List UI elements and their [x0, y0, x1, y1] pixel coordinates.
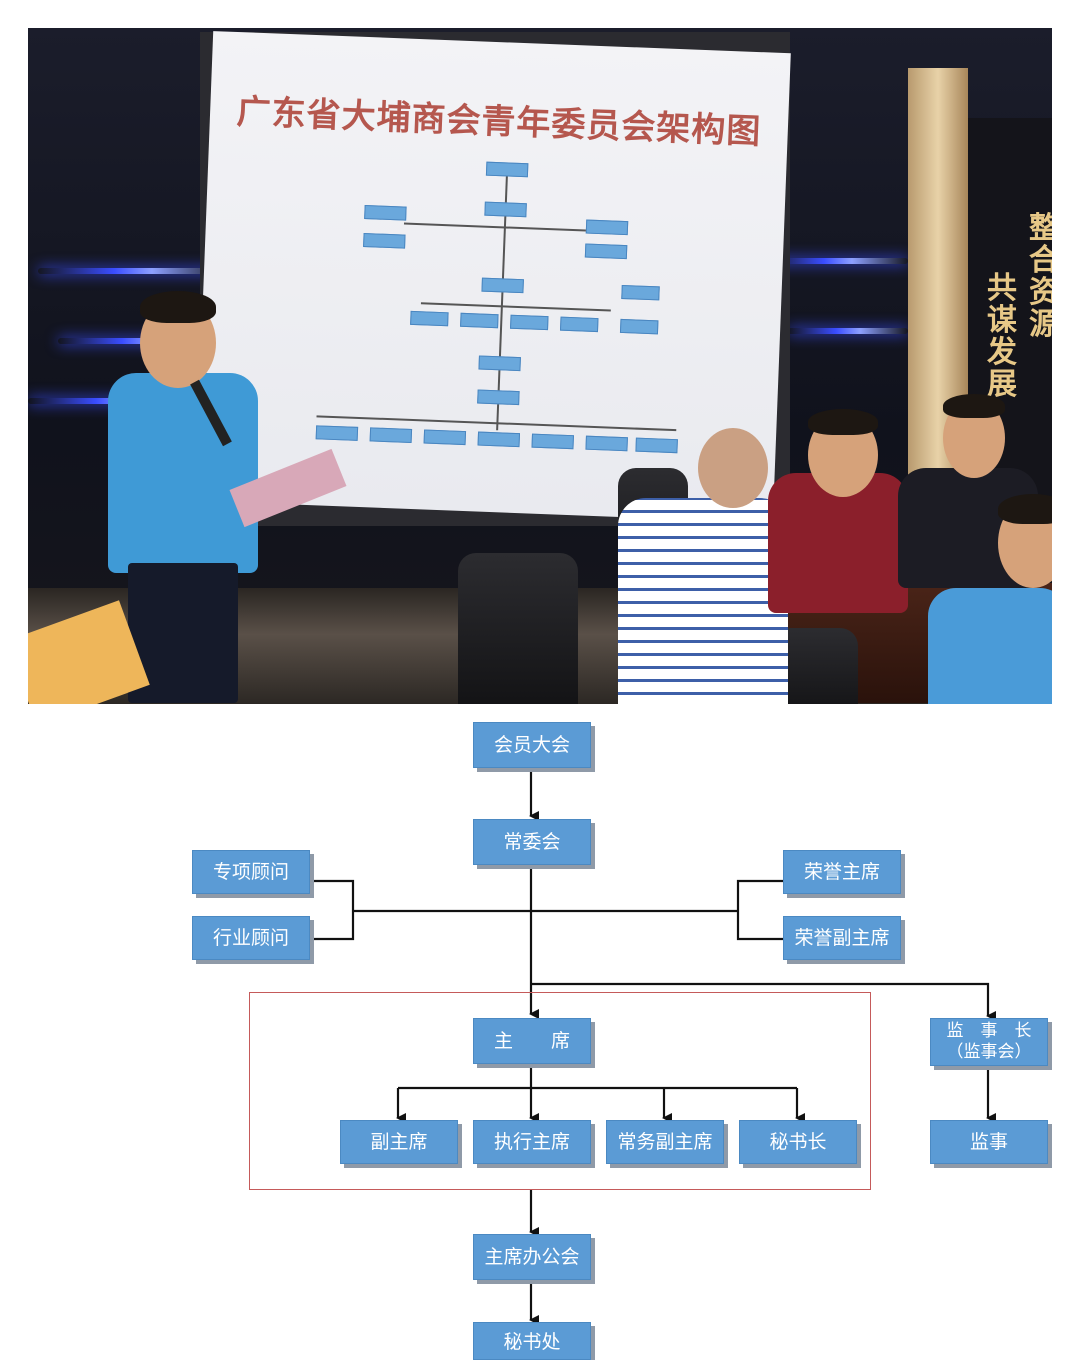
node-secretariat: 秘书处	[473, 1322, 591, 1360]
org-connectors	[312, 770, 996, 1325]
blue-light-streak	[768, 258, 908, 264]
org-chart: 会员大会 常委会 专项顾问 行业顾问 荣誉主席 荣誉副主席 主 席 监 事 长 …	[0, 704, 1080, 1360]
node-supervisor-chief: 监 事 长 （监事会）	[930, 1018, 1048, 1066]
connector-right-bracket	[736, 879, 785, 941]
chair	[458, 553, 578, 704]
node-chair-office-meeting: 主席办公会	[473, 1234, 591, 1280]
node-secretary-general: 秘书长	[739, 1120, 857, 1164]
node-vice-chair: 副主席	[340, 1120, 458, 1164]
node-standing-committee: 常委会	[473, 819, 591, 865]
connector-left-bracket	[312, 879, 355, 941]
connector-to-supervisor-chief	[531, 982, 996, 1021]
node-standing-vice-chair: 常务副主席	[606, 1120, 724, 1164]
node-chair: 主 席	[473, 1018, 591, 1064]
blue-light-streak	[38, 268, 228, 274]
screen-title: 广东省大埔商会青年委员会架构图	[235, 92, 763, 153]
slogan-left: 共谋发展	[987, 271, 1017, 402]
node-executive-chair: 执行主席	[473, 1120, 591, 1164]
node-supervisor: 监事	[930, 1120, 1048, 1164]
blue-light-streak	[788, 328, 908, 334]
screen-mini-chart	[315, 154, 686, 468]
node-industry-advisor: 行业顾问	[192, 916, 310, 960]
meeting-photo: 整合资源 共谋发展 广东省大埔商会青年委员会架构图	[28, 28, 1052, 704]
node-honorary-vice-chair: 荣誉副主席	[783, 916, 901, 960]
node-general-assembly: 会员大会	[473, 722, 591, 768]
node-honorary-chair: 荣誉主席	[783, 850, 901, 894]
chair-group-frame	[249, 992, 871, 1190]
slogan-right: 整合资源	[1029, 211, 1052, 342]
node-special-advisor: 专项顾问	[192, 850, 310, 894]
blue-light-streak	[58, 338, 218, 344]
